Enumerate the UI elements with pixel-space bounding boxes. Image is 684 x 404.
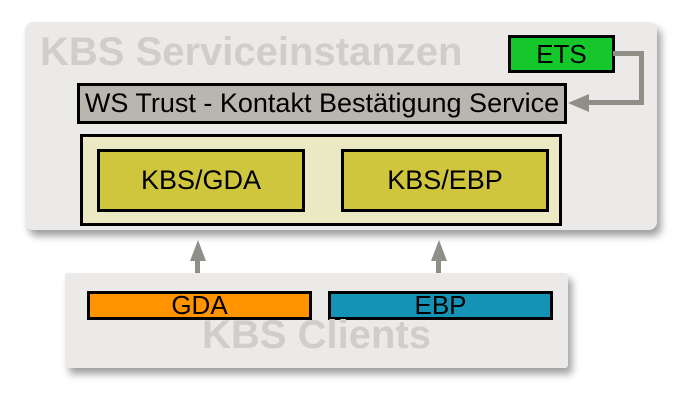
kbs-gda-label: KBS/GDA — [140, 165, 262, 195]
arrow-left-icon — [568, 94, 589, 112]
ets-box: ETS — [508, 35, 615, 73]
kbs-ebp-label: KBS/EBP — [387, 165, 503, 195]
gda-label: GDA — [171, 290, 228, 320]
clients-panel-title: KBS Clients — [202, 313, 431, 357]
kbs-ebp-box: KBS/EBP — [341, 149, 549, 212]
instances-container: KBS/GDA KBS/EBP — [80, 134, 562, 226]
service-instances-panel: KBS Serviceinstanzen ETS WS Trust - Kont… — [25, 22, 657, 230]
arrow-segment — [639, 51, 644, 105]
kbs-gda-box: KBS/GDA — [97, 149, 305, 212]
clients-panel: GDA EBP KBS Clients — [65, 273, 568, 368]
arrow-up-icon — [431, 240, 447, 261]
arrow-segment — [613, 51, 644, 56]
service-panel-title: KBS Serviceinstanzen — [40, 30, 463, 74]
ws-trust-service-box: WS Trust - Kontakt Bestätigung Service — [77, 83, 567, 124]
ebp-client-box: EBP — [328, 290, 553, 320]
ws-trust-label: WS Trust - Kontakt Bestätigung Service — [84, 88, 560, 118]
ebp-label: EBP — [414, 290, 467, 320]
arrow-segment — [588, 100, 644, 105]
arrow-up-icon — [190, 240, 206, 261]
ets-label: ETS — [536, 38, 587, 69]
gda-client-box: GDA — [87, 290, 312, 320]
